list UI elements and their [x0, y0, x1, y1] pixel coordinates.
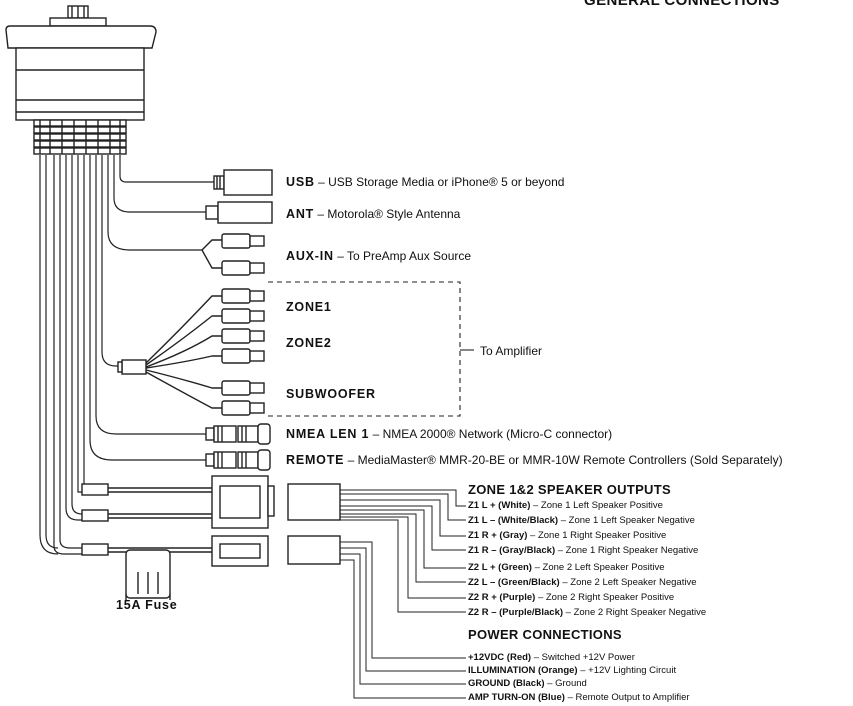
stereo-head-unit [5, 5, 157, 155]
power-connections-heading: POWER CONNECTIONS [468, 627, 622, 642]
power-connection-item: +12VDC (Red) – Switched +12V Power [468, 652, 635, 663]
subwoofer-label: SUBWOOFER [286, 387, 376, 401]
power-connection-item: ILLUMINATION (Orange) – +12V Lighting Ci… [468, 665, 677, 676]
antenna-connector [205, 201, 273, 224]
speaker-output-plug [81, 475, 341, 529]
nmea-connector [205, 423, 271, 445]
zone2-label: ZONE2 [286, 336, 332, 350]
power-leader-lines [340, 541, 466, 699]
speaker-output-item: Z2 R – (Purple/Black) – Zone 2 Right Spe… [468, 607, 707, 618]
zone1-label: ZONE1 [286, 300, 332, 314]
power-connection-item: AMP TURN-ON (Blue) – Remote Output to Am… [468, 692, 690, 703]
power-connection-item: GROUND (Black) – Ground [468, 678, 587, 689]
aux-in-connectors [201, 233, 265, 276]
speaker-output-item: Z2 L + (Green) – Zone 2 Left Speaker Pos… [468, 562, 665, 573]
speaker-output-item: Z1 L + (White) – Zone 1 Left Speaker Pos… [468, 500, 663, 511]
speaker-output-item: Z2 R + (Purple) – Zone 2 Right Speaker P… [468, 592, 675, 603]
speaker-output-item: Z1 R + (Gray) – Zone 1 Right Speaker Pos… [468, 530, 667, 541]
usb-connector [213, 169, 273, 196]
power-plug [81, 535, 341, 567]
usb-label: USB – USB Storage Media or iPhone® 5 or … [286, 175, 565, 189]
speaker-leader-lines [340, 489, 466, 613]
speaker-outputs-heading: ZONE 1&2 SPEAKER OUTPUTS [468, 482, 671, 497]
speaker-output-item: Z2 L – (Green/Black) – Zone 2 Left Speak… [468, 577, 697, 588]
speaker-output-item: Z1 R – (Gray/Black) – Zone 1 Right Speak… [468, 545, 699, 556]
fuse-holder [125, 549, 171, 600]
rca-zone-connectors [117, 288, 265, 416]
fuse-label: 15A Fuse [116, 598, 178, 612]
nmea-label: NMEA LEN 1 – NMEA 2000® Network (Micro-C… [286, 427, 613, 441]
ant-label: ANT – Motorola® Style Antenna [286, 207, 461, 221]
wire-harness [39, 155, 216, 555]
to-amplifier-label: To Amplifier [480, 344, 543, 358]
aux-in-label: AUX-IN – To PreAmp Aux Source [286, 249, 472, 263]
remote-label: REMOTE – MediaMaster® MMR-20-BE or MMR-1… [286, 453, 783, 467]
speaker-output-item: Z1 L – (White/Black) – Zone 1 Left Speak… [468, 515, 695, 526]
diagram-title: GENERAL CONNECTIONS [584, 0, 780, 9]
remote-connector [205, 449, 271, 471]
